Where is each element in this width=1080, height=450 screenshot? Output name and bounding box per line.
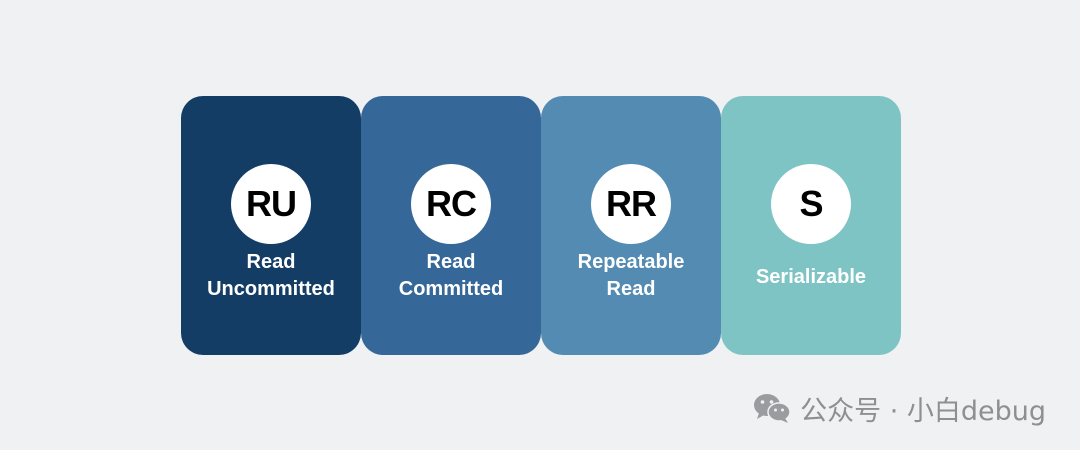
card-repeatable-read: RR Repeatable Read (541, 96, 721, 355)
label-repeatable-read: Repeatable Read (541, 249, 721, 303)
label-read-committed: Read Committed (361, 249, 541, 303)
label-line-1: Repeatable (577, 251, 685, 273)
badge-rr: RR (591, 164, 671, 244)
card-read-committed: RC Read Committed (361, 96, 541, 355)
label-line-2: Read (606, 278, 656, 300)
label-line-2: Committed (398, 278, 504, 300)
card-serializable: S Serializable (721, 96, 901, 355)
card-read-uncommitted: RU Read Uncommitted (181, 96, 361, 355)
isolation-levels: RU Read Uncommitted RC Read Committed RR… (181, 96, 901, 355)
wechat-icon (754, 394, 791, 423)
label-line-2: Uncommitted (207, 278, 335, 300)
label-line-1: Serializable (755, 266, 867, 288)
badge-ru: RU (231, 164, 311, 244)
label-line-1: Read (246, 251, 296, 273)
watermark-text: 公众号 · 小白debug (800, 395, 1046, 427)
badge-rc: RC (411, 164, 491, 244)
badge-s: S (771, 164, 851, 244)
label-line-1: Read (426, 251, 476, 273)
watermark: 公众号 · 小白debug (752, 388, 1046, 428)
label-read-uncommitted: Read Uncommitted (181, 249, 361, 303)
label-serializable: Serializable (721, 264, 901, 291)
